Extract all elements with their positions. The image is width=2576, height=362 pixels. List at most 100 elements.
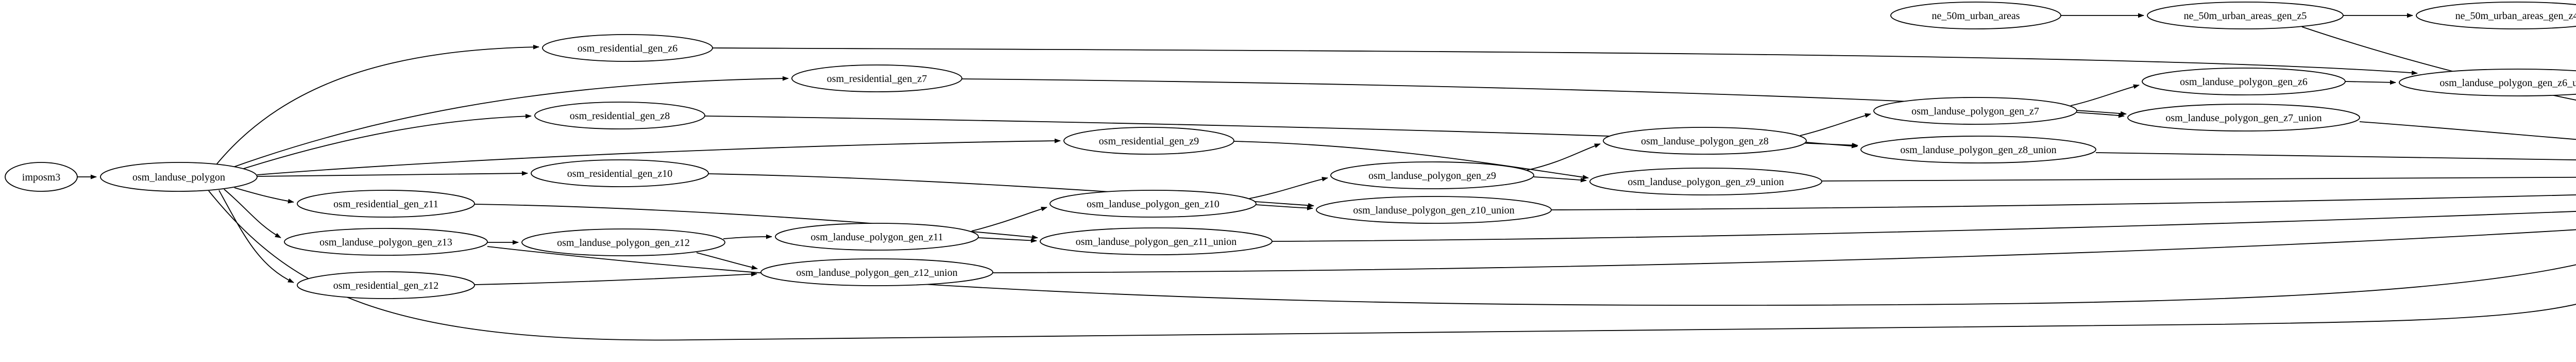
node-osm-landuse-polygon-gen-z12-union-label: osm_landuse_polygon_gen_z12_union (796, 267, 957, 278)
node-osm-landuse-polygon-gen-z8-shape (1603, 127, 1807, 155)
edge-gen-z10-to-gen-z9 (1249, 176, 1328, 199)
node-osm-landuse-polygon-gen-z11-union-shape (1040, 227, 1273, 255)
node-osm-residential-gen-z6-label: osm_residential_gen_z6 (578, 43, 677, 54)
node-osm-residential-gen-z6-shape (542, 34, 713, 62)
edge-gen-z11-to-z11-union (978, 237, 1037, 243)
node-osm-landuse-polygon-gen-z9-union: osm_landuse_polygon_gen_z9_union (1589, 168, 1822, 195)
node-osm-landuse-polygon-gen-z12-union-shape (760, 258, 993, 286)
node-imposm3-shape (5, 162, 78, 192)
edge-residential-z6-to-z6-union (712, 47, 2418, 75)
node-osm-landuse-polygon-shape (100, 162, 258, 192)
node-ne-50m-urban-areas-gen-z5-shape (2147, 2, 2344, 29)
edge-polygon-to-residential-z9 (257, 138, 1061, 175)
node-osm-landuse-polygon-gen-z11-shape (775, 223, 979, 251)
node-osm-residential-gen-z12-label: osm_residential_gen_z12 (333, 280, 438, 291)
node-osm-residential-gen-z6: osm_residential_gen_z6 (542, 34, 713, 62)
edge-z7-union-to-row-z7 (2359, 121, 2576, 140)
node-osm-landuse-polygon-gen-z9-union-shape (1589, 168, 1822, 195)
edge-residential-z9-to-z9-union (1233, 141, 1589, 179)
node-osm-landuse-polygon-gen-z8-union-label: osm_landuse_polygon_gen_z8_union (1900, 144, 2056, 156)
node-osm-residential-gen-z10: osm_residential_gen_z10 (531, 159, 709, 187)
node-osm-landuse-polygon-gen-z11-union: osm_landuse_polygon_gen_z11_union (1040, 227, 1273, 255)
edge-gen-z8-to-gen-z7 (1800, 113, 1871, 136)
node-osm-landuse-polygon-gen-z13: osm_landuse_polygon_gen_z13 (284, 228, 488, 256)
edge-z11-union-to-row-z11 (1272, 211, 2576, 242)
node-osm-landuse-polygon-gen-z10-union-shape (1316, 196, 1552, 224)
node-imposm3: imposm3 (5, 162, 78, 192)
node-osm-landuse-polygon-gen-z10-shape (1049, 190, 1257, 218)
node-osm-landuse-polygon-label: osm_landuse_polygon (132, 172, 225, 183)
edge-z12-union-to-row-z12 (992, 229, 2576, 273)
node-osm-landuse-polygon-gen-z8-union: osm_landuse_polygon_gen_z8_union (1860, 136, 2096, 163)
edge-gen-z7-to-gen-z6 (2070, 84, 2140, 106)
node-osm-residential-gen-z10-label: osm_residential_gen_z10 (567, 168, 672, 179)
node-osm-landuse-polygon-gen-z9-union-label: osm_landuse_polygon_gen_z9_union (1628, 176, 1784, 188)
node-osm-residential-gen-z8: osm_residential_gen_z8 (534, 102, 705, 129)
node-osm-landuse-polygon-gen-z6: osm_landuse_polygon_gen_z6 (2142, 68, 2346, 95)
node-osm-landuse-polygon-gen-z6-union: osm_landuse_polygon_gen_z6_union (2399, 69, 2576, 96)
node-osm-landuse-polygon-gen-z8-union-shape (1860, 136, 2096, 163)
node-osm-landuse-polygon-gen-z11-union-label: osm_landuse_polygon_gen_z11_union (1076, 236, 1237, 248)
edge-gen-z9-to-gen-z8 (1527, 143, 1601, 171)
node-osm-landuse-polygon-gen-z6-label: osm_landuse_polygon_gen_z6 (2180, 76, 2308, 88)
node-osm-residential-gen-z12-shape (297, 271, 475, 299)
node-osm-landuse-polygon-gen-z9-shape (1330, 161, 1534, 189)
node-osm-landuse-polygon-gen-z10-union: osm_landuse_polygon_gen_z10_union (1316, 196, 1552, 224)
edge-polygon-to-residential-z12 (218, 190, 294, 283)
edge-z9-union-to-row-z9 (1821, 176, 2576, 182)
node-ne-50m-urban-areas: ne_50m_urban_areas (1890, 2, 2061, 29)
edge-polygon-to-gen-z13 (224, 189, 281, 238)
node-osm-residential-gen-z9: osm_residential_gen_z9 (1063, 127, 1234, 155)
node-osm-landuse-polygon-gen-z6-shape (2142, 68, 2346, 95)
node-osm-landuse-polygon-gen-z9-label: osm_landuse_polygon_gen_z9 (1368, 170, 1496, 182)
node-osm-landuse-polygon-gen-z7: osm_landuse_polygon_gen_z7 (1873, 97, 2077, 125)
node-osm-landuse-polygon-gen-z11: osm_landuse_polygon_gen_z11 (775, 223, 979, 251)
node-osm-landuse-polygon-gen-z11-label: osm_landuse_polygon_gen_z11 (810, 232, 943, 243)
node-osm-residential-gen-z11-label: osm_residential_gen_z11 (333, 199, 438, 210)
edge-residential-z12-to-z12-union (474, 272, 757, 285)
node-osm-landuse-polygon-gen-z10-union-label: osm_landuse_polygon_gen_z10_union (1353, 205, 1514, 216)
node-osm-landuse-polygon-gen-z13-shape (284, 228, 488, 256)
node-osm-landuse-polygon-gen-z12-union: osm_landuse_polygon_gen_z12_union (760, 258, 993, 286)
node-osm-landuse-polygon-gen-z10-label: osm_landuse_polygon_gen_z10 (1087, 199, 1219, 210)
node-osm-landuse-polygon-gen-z12-shape (521, 228, 725, 256)
node-osm-landuse-polygon-gen-z7-union: osm_landuse_polygon_gen_z7_union (2127, 104, 2360, 131)
node-osm-residential-gen-z11: osm_residential_gen_z11 (297, 190, 475, 218)
node-osm-residential-gen-z11-shape (297, 190, 475, 218)
node-osm-residential-gen-z7-shape (791, 64, 962, 92)
node-osm-residential-gen-z7: osm_residential_gen_z7 (791, 64, 962, 92)
node-osm-landuse-polygon-gen-z7-union-label: osm_landuse_polygon_gen_z7_union (2165, 112, 2321, 124)
node-ne-50m-urban-areas-gen-z4: ne_50m_urban_areas_gen_z4 (2416, 2, 2576, 29)
node-imposm3-label: imposm3 (22, 172, 60, 183)
node-ne-50m-urban-areas-gen-z4-shape (2416, 2, 2576, 29)
node-osm-residential-gen-z8-label: osm_residential_gen_z8 (570, 110, 670, 122)
node-osm-landuse-polygon-gen-z7-shape (1873, 97, 2077, 125)
edge-z8-union-to-row-z8 (2095, 152, 2576, 161)
node-osm-landuse-polygon-gen-z12: osm_landuse_polygon_gen_z12 (521, 228, 725, 256)
node-osm-landuse-polygon-gen-z7-label: osm_landuse_polygon_gen_z7 (1911, 106, 2039, 117)
edge-gen-z10-to-z10-union (1256, 204, 1313, 210)
edge-gen-z6-to-z6-union (2345, 80, 2396, 85)
node-osm-residential-gen-z12: osm_residential_gen_z12 (297, 271, 475, 299)
edge-polygon-to-residential-z11 (234, 187, 294, 204)
node-osm-landuse-polygon-gen-z9: osm_landuse_polygon_gen_z9 (1330, 161, 1534, 189)
node-osm-landuse-polygon-gen-z6-union-shape (2399, 69, 2576, 96)
edge-gen-z12-to-gen-z11 (723, 234, 772, 239)
node-osm-residential-gen-z9-shape (1063, 127, 1234, 155)
node-ne-50m-urban-areas-gen-z4-label: ne_50m_urban_areas_gen_z4 (2455, 10, 2576, 22)
node-osm-landuse-polygon-gen-z10: osm_landuse_polygon_gen_z10 (1049, 190, 1257, 218)
edge-gen-z7-to-z7-union (2076, 112, 2125, 118)
edge-polygon-to-residential-z7 (231, 76, 789, 168)
node-osm-landuse-polygon-gen-z6-union-label: osm_landuse_polygon_gen_z6_union (2439, 77, 2576, 89)
node-ne-50m-urban-areas-shape (1890, 2, 2061, 29)
node-osm-residential-gen-z10-shape (531, 159, 709, 187)
edge-z10-union-to-row-z10 (1551, 194, 2576, 210)
edge-polygon-to-residential-z6 (216, 44, 539, 165)
node-osm-residential-gen-z7-label: osm_residential_gen_z7 (827, 73, 927, 85)
node-ne-50m-urban-areas-gen-z5-label: ne_50m_urban_areas_gen_z5 (2184, 10, 2307, 22)
node-ne-50m-urban-areas-gen-z5: ne_50m_urban_areas_gen_z5 (2147, 2, 2344, 29)
edge-gen-z12-to-z12-union (696, 252, 758, 270)
node-osm-residential-gen-z8-shape (534, 102, 705, 129)
